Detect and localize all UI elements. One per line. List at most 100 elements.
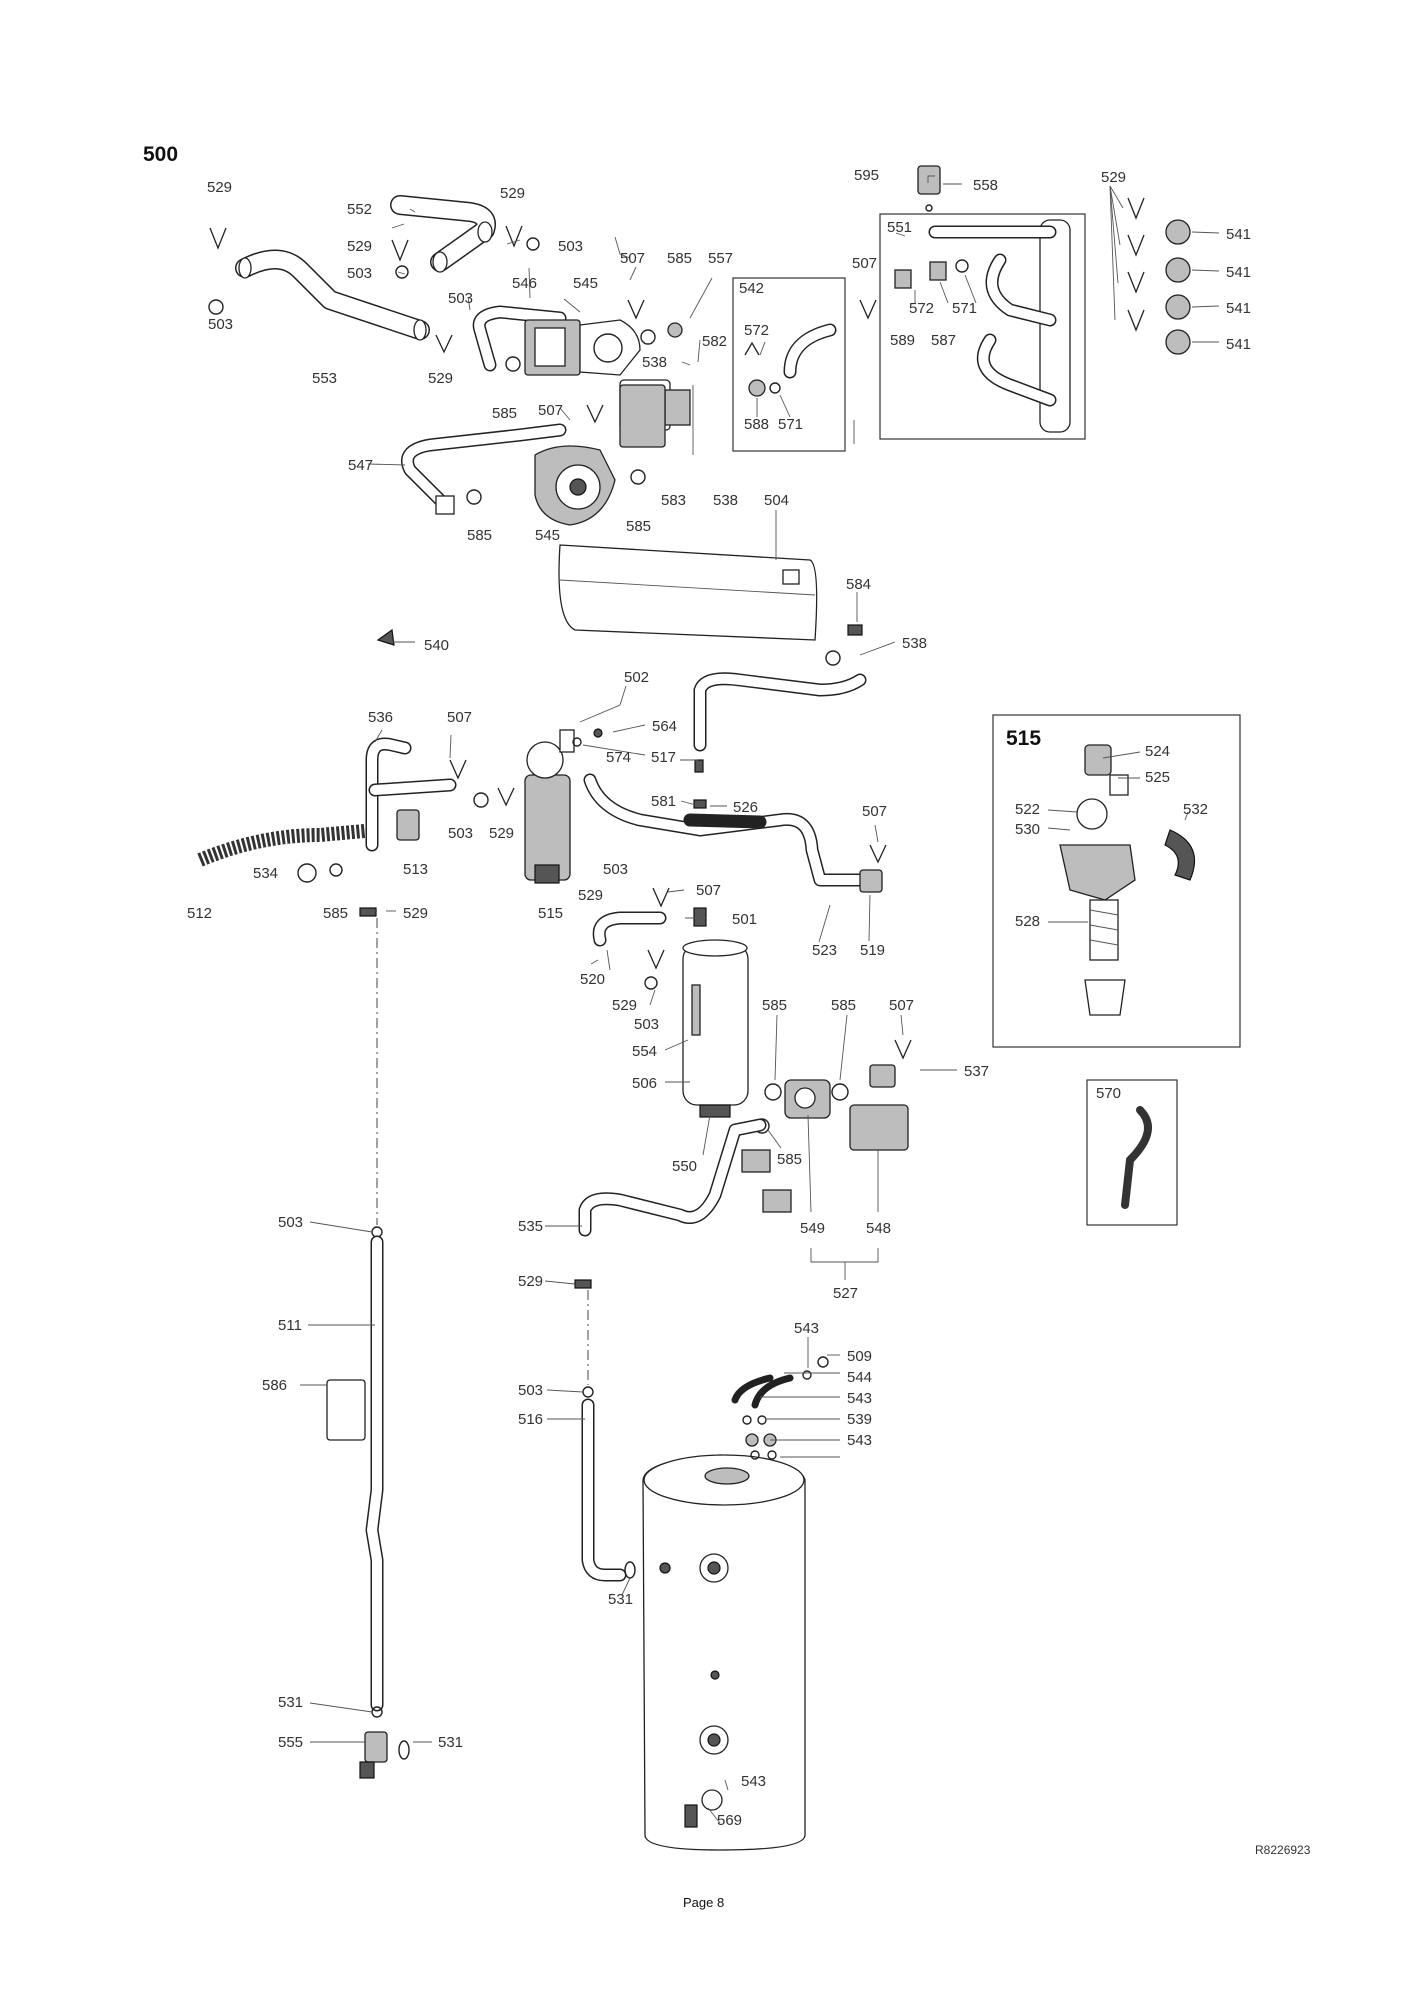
clip-507 [859, 299, 877, 320]
pipe-546 [472, 305, 567, 372]
callout-506: 506 [632, 1075, 657, 1092]
callout-587: 587 [931, 332, 956, 349]
callout-522: 522 [1015, 801, 1040, 818]
clip-529 [391, 239, 409, 262]
clip-507 [894, 1039, 912, 1060]
callout-531: 531 [438, 1734, 463, 1751]
callout-541: 541 [1226, 264, 1251, 281]
callout-584: 584 [846, 576, 871, 593]
filter-assembly-515 [524, 729, 575, 884]
inset-515 [992, 714, 1241, 1048]
clip-529 [647, 949, 665, 970]
callout-503: 503 [518, 1382, 543, 1399]
foam-pad [762, 1189, 792, 1213]
callout-541: 541 [1226, 336, 1251, 353]
callout-553: 553 [312, 370, 337, 387]
drain-569 [684, 1804, 698, 1828]
callout-582: 582 [702, 333, 727, 350]
inset-542-parts [744, 323, 837, 397]
callout-515: 515 [538, 905, 563, 922]
callout-555: 555 [278, 1734, 303, 1751]
callout-549: 549 [800, 1220, 825, 1237]
filter-exploded-parts [1059, 744, 1196, 1016]
callout-525: 525 [1145, 769, 1170, 786]
motor-548 [849, 1104, 909, 1151]
callout-501: 501 [732, 911, 757, 928]
callout-528: 528 [1015, 913, 1040, 930]
callout-547: 547 [348, 457, 373, 474]
callout-571: 571 [778, 416, 803, 433]
callout-544: 544 [847, 1369, 872, 1386]
page-number: Page 8 [683, 1895, 724, 1910]
callout-538: 538 [713, 492, 738, 509]
o-ring-531 [624, 1561, 636, 1579]
callout-595: 595 [854, 167, 879, 184]
callout-570: 570 [1096, 1085, 1121, 1102]
callout-572: 572 [909, 300, 934, 317]
callout-526: 526 [733, 799, 758, 816]
clip-526 [693, 799, 707, 809]
callout-542: 542 [739, 280, 764, 297]
callout-543: 543 [741, 1773, 766, 1790]
tool-570 [1121, 1106, 1152, 1209]
callout-529: 529 [1101, 169, 1126, 186]
clip-529-lower [359, 907, 377, 917]
callout-507: 507 [696, 882, 721, 899]
branch-pipe [683, 813, 767, 829]
callout-530: 530 [1015, 821, 1040, 838]
drain-valve-555 [359, 1731, 388, 1779]
pipe-536 [365, 737, 457, 852]
valve-564 [593, 728, 603, 738]
callout-529: 529 [612, 997, 637, 1014]
callout-507: 507 [538, 402, 563, 419]
callout-503: 503 [208, 316, 233, 333]
callout-502: 502 [624, 669, 649, 686]
callout-529: 529 [518, 1273, 543, 1290]
callout-585: 585 [467, 527, 492, 544]
callout-503: 503 [558, 238, 583, 255]
callout-503: 503 [448, 825, 473, 842]
callout-507: 507 [889, 997, 914, 1014]
pipe-535 [578, 1118, 767, 1237]
o-ring-585 [466, 489, 482, 505]
pipe-523 [583, 773, 867, 887]
clip-507 [652, 887, 670, 908]
o-ring-585 [831, 1083, 849, 1101]
pipe-511 [365, 1235, 384, 1712]
callout-513: 513 [403, 861, 428, 878]
callout-550: 550 [672, 1158, 697, 1175]
fitting-557 [667, 322, 683, 338]
callout-589: 589 [890, 332, 915, 349]
expansion-vessel-504 [558, 544, 818, 641]
callout-529: 529 [489, 825, 514, 842]
manifold-parts [894, 219, 1071, 433]
clip-507 [449, 759, 467, 780]
o-ring-503 [473, 792, 489, 808]
callout-585: 585 [831, 997, 856, 1014]
callout-532: 532 [1183, 801, 1208, 818]
callout-545: 545 [573, 275, 598, 292]
pipe-516 [581, 1398, 627, 1582]
sleeve-586 [326, 1379, 366, 1441]
callout-504: 504 [764, 492, 789, 509]
callout-586: 586 [262, 1377, 287, 1394]
leader-lines [300, 175, 1220, 1824]
callout-548: 548 [866, 1220, 891, 1237]
callout-554: 554 [632, 1043, 657, 1060]
callout-503: 503 [347, 265, 372, 282]
callout-540: 540 [424, 637, 449, 654]
pipe-547 [401, 423, 567, 515]
air-vent-558 [917, 165, 941, 212]
callout-529: 529 [428, 370, 453, 387]
callout-509: 509 [847, 1348, 872, 1365]
callout-529: 529 [347, 238, 372, 255]
callout-531: 531 [608, 1591, 633, 1608]
actuator-583 [619, 384, 666, 448]
callout-507: 507 [862, 803, 887, 820]
callout-507: 507 [447, 709, 472, 726]
callout-527: 527 [833, 1285, 858, 1302]
callout-labels: 529 552 529 503 503 553 529 503 503 546 … [187, 167, 1251, 1829]
foam-pad [741, 1149, 771, 1173]
clip-529 [574, 1279, 592, 1289]
hose-512 [197, 823, 376, 867]
